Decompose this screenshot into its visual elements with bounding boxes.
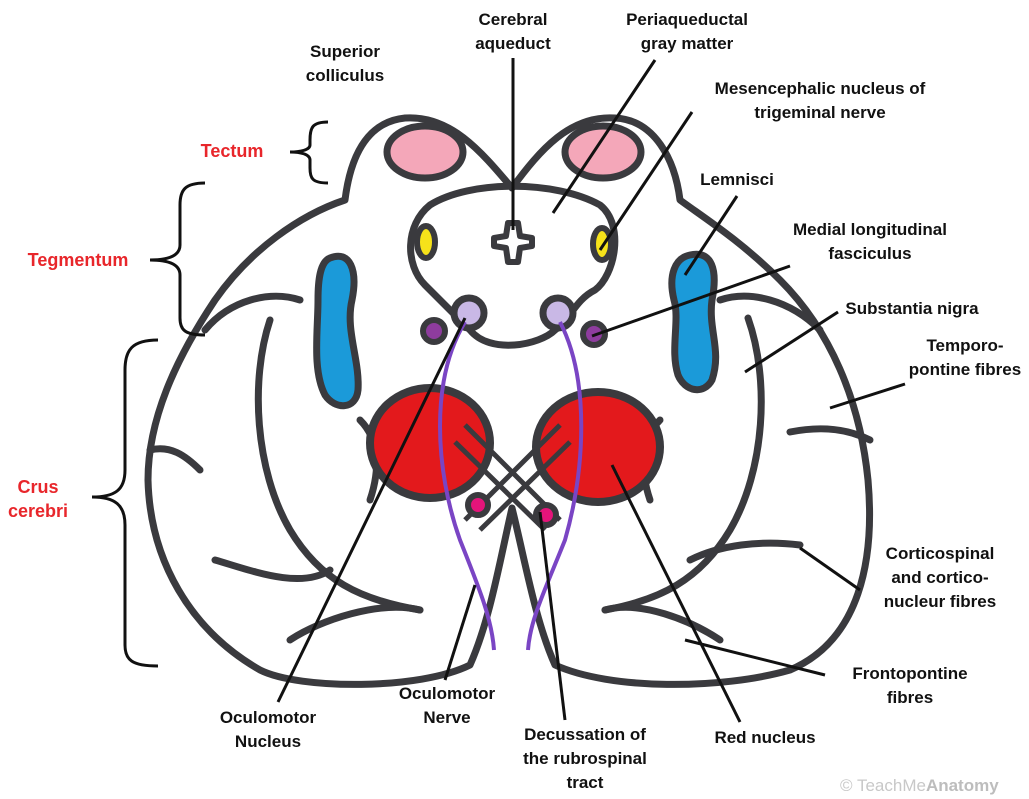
mlf-right [539, 294, 577, 332]
watermark: © TeachMeAnatomy [840, 776, 999, 796]
tectum-brace [289, 120, 329, 185]
cerebral-aqueduct [491, 220, 535, 265]
mesencephalic-nucleus-left [414, 223, 438, 261]
tegmentum-brace [149, 181, 206, 337]
label-superior-colliculus: Superior colliculus [305, 42, 385, 85]
mlf-left [450, 294, 488, 332]
red-nucleus-left [366, 384, 494, 502]
region-tegmentum: Tegmentum [27, 250, 129, 270]
right-crus-inner-line [601, 314, 765, 614]
lemnisci-left [313, 252, 362, 410]
label-mlf: Medial longitudinal fasciculus [793, 220, 947, 263]
midbrain-outline [144, 114, 874, 688]
label-lemnisci: Lemnisci [700, 170, 774, 189]
watermark-brand: Anatomy [925, 776, 999, 795]
lemnisci-right [668, 250, 720, 393]
leader-lines [276, 58, 906, 723]
label-mesencephalic-nucleus: Mesencephalic nucleus of trigeminal nerv… [714, 79, 926, 122]
label-red-nucleus: Red nucleus [714, 728, 816, 747]
label-oculomotor-nerve: Oculomotor Nerve [398, 684, 496, 727]
left-crus-inner-line [254, 316, 424, 614]
label-cerebral-aqueduct: Cerebral aqueduct [475, 10, 551, 53]
superior-colliculus-left [383, 122, 467, 182]
region-tectum: Tectum [200, 141, 264, 161]
copyright-icon: © [840, 776, 853, 795]
label-frontopontine: Frontopontine fibres [852, 664, 968, 707]
oculomotor-nerve-left [438, 320, 496, 651]
superior-colliculus-right [561, 122, 645, 182]
region-crus-cerebri: Crus cerebri [7, 477, 69, 521]
red-nucleus-right [532, 388, 664, 506]
label-corticospinal: Corticospinal and cortico- nucleur fibre… [883, 544, 997, 611]
label-decussation: Decussation of the rubrospinal tract [523, 725, 647, 792]
substantia-nigra-dot-left [420, 317, 448, 345]
mesencephalic-nucleus-right [590, 225, 614, 263]
label-temporopontine: Temporo- pontine fibres [908, 336, 1022, 379]
crus-cerebri-brace [91, 338, 159, 668]
watermark-prefix: TeachMe [856, 776, 926, 795]
label-oculomotor-nucleus: Oculomotor Nucleus [219, 708, 317, 751]
decussation-dot-left [465, 492, 491, 518]
label-substantia-nigra: Substantia nigra [845, 299, 979, 318]
oculomotor-nerve-right [526, 321, 584, 651]
label-periaqueductal-gray: Periaqueductal gray matter [626, 10, 748, 53]
